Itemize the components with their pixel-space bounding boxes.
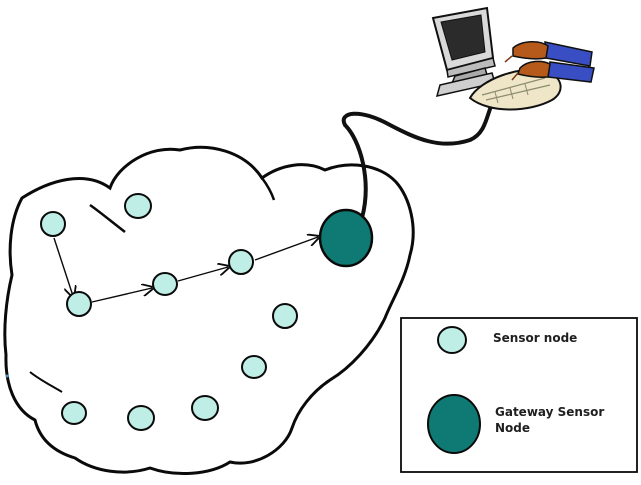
network-region-outline [5, 147, 413, 473]
sensor-node [229, 250, 253, 274]
legend-gateway-label-line1: Gateway Sensor [495, 405, 604, 419]
sensor-node [153, 273, 177, 295]
gateway-cable [344, 95, 496, 218]
legend-gateway-swatch [428, 395, 480, 453]
sensor-node [242, 356, 266, 378]
stray-dot [6, 375, 9, 378]
sensor-node [273, 304, 297, 328]
sensor-node [125, 194, 151, 218]
sensor-node [67, 292, 91, 316]
legend-sensor-label: Sensor node [493, 331, 577, 345]
computer-terminal-icon [433, 8, 594, 110]
legend-sensor-swatch [438, 327, 466, 353]
sensor-node [41, 212, 65, 236]
legend: Sensor node Gateway Sensor Node [401, 318, 637, 472]
legend-gateway-label-line2: Node [495, 421, 530, 435]
sensor-node [62, 402, 86, 424]
sensor-node [192, 396, 218, 420]
sensor-node [128, 406, 154, 430]
gateway-node [320, 210, 372, 266]
